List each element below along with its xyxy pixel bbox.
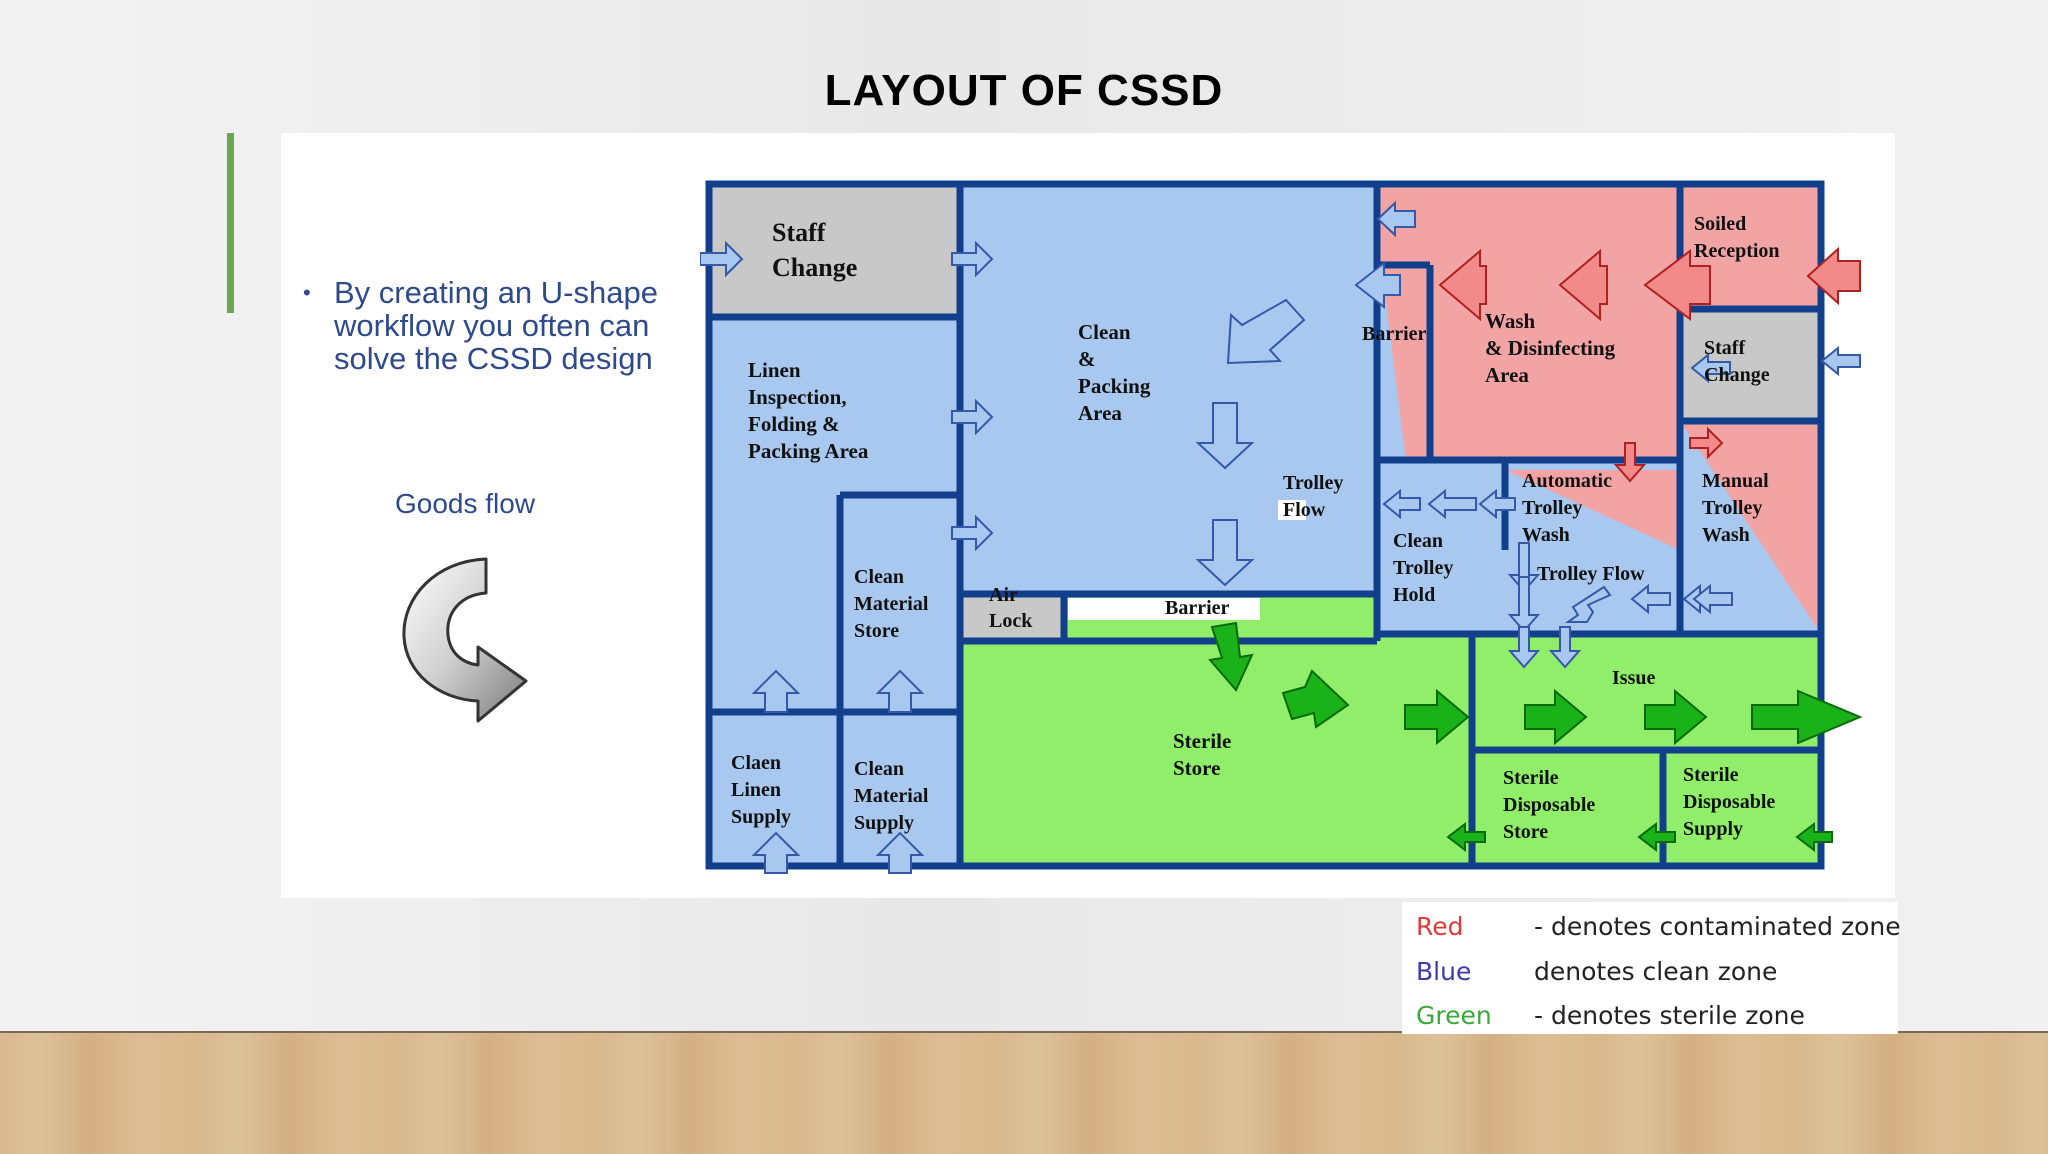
arrow-up-icon bbox=[751, 669, 801, 713]
bullet-dot: • bbox=[303, 280, 311, 305]
legend-key: Red bbox=[1416, 912, 1464, 941]
arrow-right-icon bbox=[951, 514, 994, 552]
arrow-left-icon bbox=[1446, 821, 1486, 853]
clean-packing-room bbox=[960, 184, 1377, 594]
arrow-down-icon bbox=[1507, 542, 1541, 593]
legend-desc: - denotes contaminated zone bbox=[1534, 912, 1901, 941]
manual-trolley-wash-pink bbox=[1680, 421, 1821, 634]
issue-label: Issue bbox=[1612, 667, 1655, 689]
linen-inspection-label: Linen Inspection, Folding & Packing Area bbox=[748, 358, 869, 463]
accent-bar bbox=[227, 133, 234, 313]
arrow-left-diagonal-icon bbox=[1564, 585, 1612, 623]
arrow-down-icon bbox=[1548, 626, 1582, 669]
automatic-trolley-wash-pink bbox=[1505, 470, 1680, 550]
arrow-right-icon bbox=[951, 398, 994, 436]
room-labels: Staff Change Linen Inspection, Folding &… bbox=[731, 213, 1780, 843]
wash-disinfecting-room bbox=[1377, 184, 1680, 460]
slide-title: LAYOUT OF CSSD bbox=[824, 66, 1224, 115]
arrow-right-icon bbox=[1644, 688, 1708, 746]
arrow-down-icon bbox=[1195, 402, 1255, 470]
goods-flow-label: Goods flow bbox=[395, 488, 536, 519]
barrier-top-pink bbox=[1381, 265, 1430, 460]
clean-material-supply-label: Clean Material Supply bbox=[854, 758, 933, 834]
clean-flow-arrows bbox=[700, 200, 1861, 874]
legend-desc: - denotes sterile zone bbox=[1534, 1001, 1805, 1030]
wash-disinfecting-label: Wash & Disinfecting Area bbox=[1485, 309, 1620, 387]
legend-key: Blue bbox=[1416, 957, 1472, 986]
arrow-right-icon bbox=[1751, 689, 1863, 745]
arrow-left-icon bbox=[1795, 821, 1833, 853]
automatic-trolley-wash-label: Automatic Trolley Wash bbox=[1522, 470, 1617, 546]
air-lock-room bbox=[960, 594, 1064, 641]
arrow-down-icon bbox=[1613, 442, 1647, 483]
arrow-right-icon bbox=[951, 240, 994, 278]
arrow-left-icon bbox=[1820, 345, 1861, 377]
barrier-top-label: Barrier bbox=[1362, 323, 1427, 345]
sterile-disposable-supply-label: Sterile Disposable Supply bbox=[1683, 764, 1780, 840]
arrow-up-icon bbox=[875, 669, 925, 713]
contaminated-flow-arrows bbox=[1438, 246, 1861, 483]
cssd-floor-plan: Staff Change Linen Inspection, Folding &… bbox=[700, 180, 1863, 874]
arrow-left-icon bbox=[1690, 352, 1731, 384]
arrow-left-icon bbox=[1558, 248, 1608, 322]
arrow-right-icon bbox=[1524, 688, 1588, 746]
sterile-flow-arrows bbox=[1208, 621, 1863, 853]
arrow-left-icon bbox=[1438, 248, 1487, 322]
arrow-left-icon bbox=[1354, 260, 1401, 310]
staff-change-left-label: Staff Change bbox=[772, 218, 857, 282]
arrow-left-icon bbox=[1643, 248, 1711, 322]
arrow-up-icon bbox=[875, 831, 925, 874]
arrow-left-icon bbox=[1382, 488, 1421, 520]
u-turn-arrow-icon bbox=[402, 557, 528, 723]
wood-floor-decoration bbox=[0, 1031, 2048, 1154]
label-backgrounds bbox=[1068, 500, 1306, 620]
staff-change-left-room bbox=[709, 184, 960, 317]
sterile-store-room bbox=[960, 641, 1377, 866]
arrow-down-diagonal-icon bbox=[1208, 621, 1254, 692]
arrow-right-icon bbox=[1281, 669, 1350, 729]
arrow-left-icon bbox=[1478, 488, 1516, 520]
air-lock-label: Air Lock bbox=[989, 584, 1033, 632]
manual-trolley-wash-label: Manual Trolley Wash bbox=[1702, 470, 1774, 546]
arrow-right-icon bbox=[1689, 426, 1724, 460]
trolley-flow-left-label: Trolley Flow bbox=[1283, 472, 1348, 521]
clean-trolley-hold-label: Clean Trolley Hold bbox=[1393, 530, 1458, 606]
bullet-text: By creating an U-shape workflow you ofte… bbox=[334, 275, 658, 376]
arrow-down-icon bbox=[1507, 626, 1541, 669]
claen-linen-supply-label: Claen Linen Supply bbox=[731, 752, 791, 828]
arrow-left-icon bbox=[1427, 488, 1477, 520]
trolley-flow-right-label: Trolley Flow bbox=[1537, 563, 1645, 585]
soiled-reception-label: Soiled Reception bbox=[1694, 213, 1780, 262]
clean-material-store-label: Clean Material Store bbox=[854, 566, 933, 642]
arrow-right-icon bbox=[700, 240, 744, 278]
sterile-disposable-store-label: Sterile Disposable Store bbox=[1503, 767, 1600, 843]
arrow-up-icon bbox=[751, 831, 801, 874]
arrow-left-icon bbox=[1630, 583, 1671, 615]
clean-packing-label: Clean & Packing Area bbox=[1078, 320, 1156, 425]
zone-legend: Red - denotes contaminated zone Blue den… bbox=[1402, 902, 1901, 1034]
legend-desc: denotes clean zone bbox=[1534, 957, 1778, 986]
arrow-left-icon bbox=[1637, 821, 1676, 853]
legend-key: Green bbox=[1416, 1001, 1492, 1030]
arrow-left-icon bbox=[1692, 583, 1733, 615]
arrow-down-icon bbox=[1195, 519, 1255, 587]
barrier-bottom-label: Barrier bbox=[1165, 597, 1230, 619]
walls bbox=[705, 180, 1825, 870]
sterile-store-label: Sterile Store bbox=[1173, 729, 1237, 780]
arrow-right-icon bbox=[1404, 688, 1470, 746]
arrow-down-icon bbox=[1507, 576, 1541, 633]
arrow-diagonal-icon bbox=[1226, 298, 1306, 365]
staff-change-right-label: Staff Change bbox=[1704, 337, 1770, 386]
arrow-left-icon bbox=[1376, 200, 1416, 238]
arrow-left-icon bbox=[1806, 246, 1861, 306]
